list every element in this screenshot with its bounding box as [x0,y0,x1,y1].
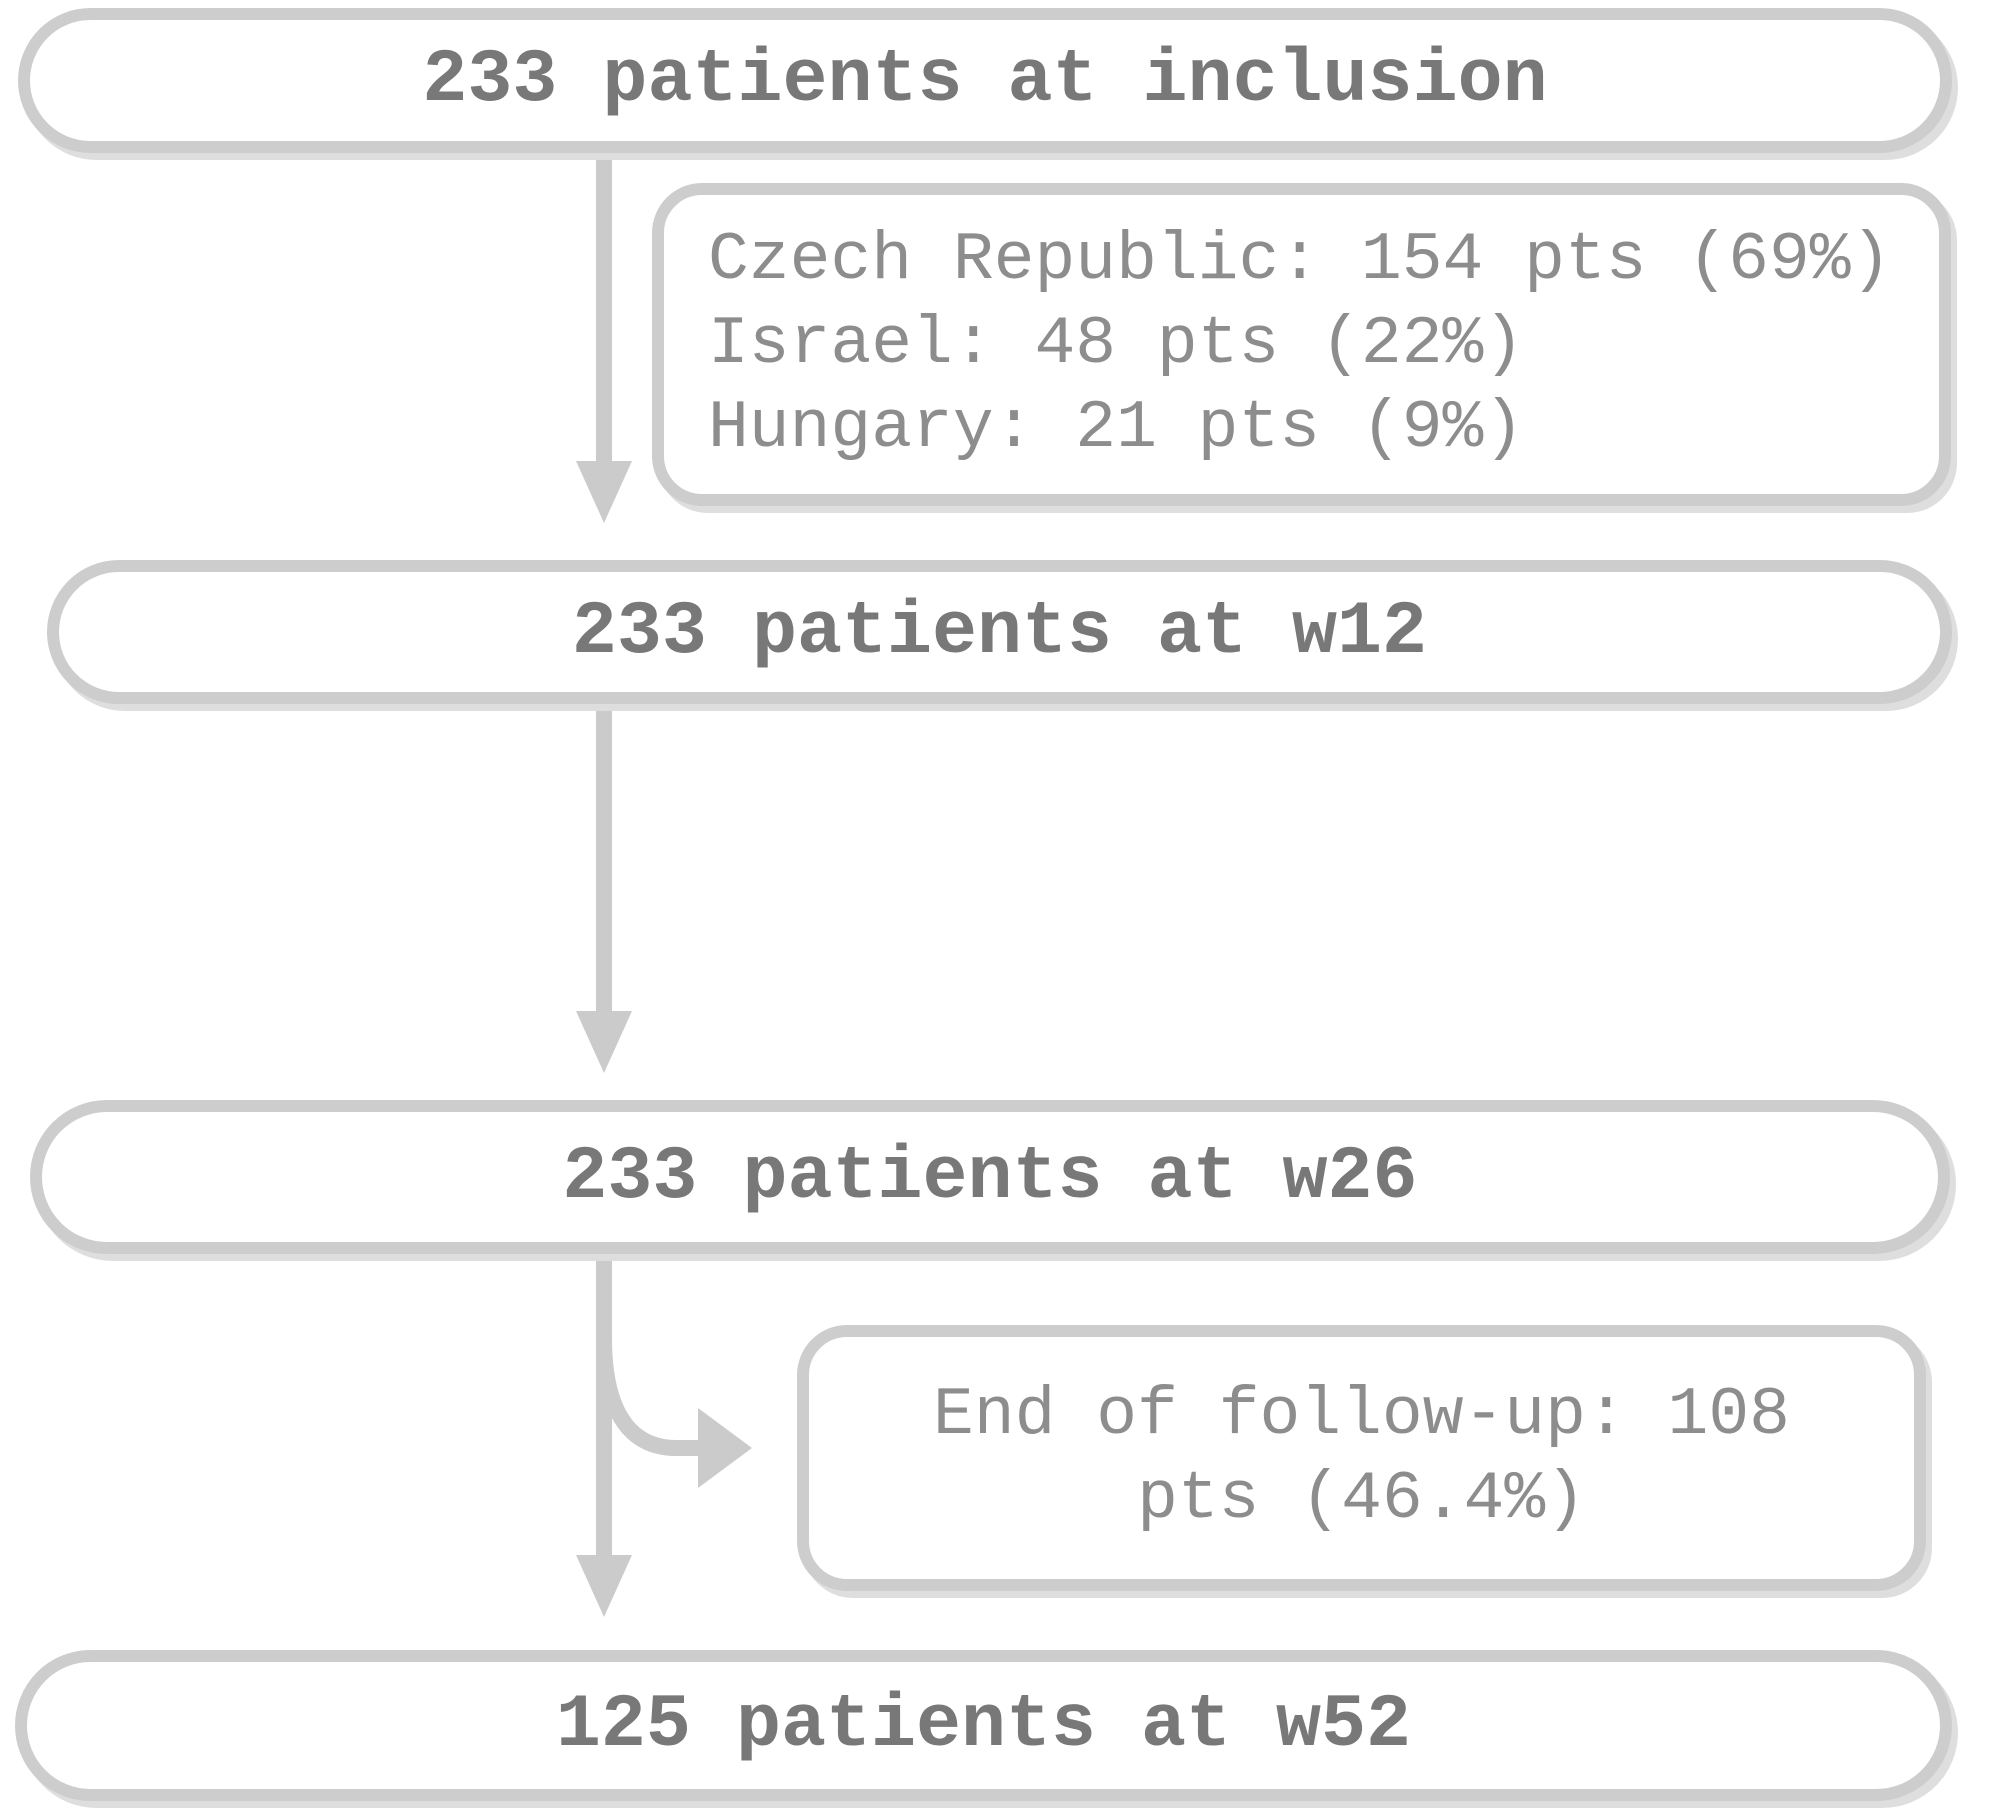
node-patients-at-inclusion: 233 patients at inclusion [18,8,1952,153]
node-patients-at-w26: 233 patients at w26 [30,1100,1950,1254]
annotation-end-of-follow-up-line-1: End of follow-up: 108 [933,1377,1790,1454]
arrow-inclusion-to-w12 [576,152,632,523]
annotation-country-line-hungary: Hungary: 21 pts (9%) [708,389,1525,467]
annotation-country-line-czech: Czech Republic: 154 pts (69%) [708,221,1892,299]
node-patients-at-w12: 233 patients at w12 [47,560,1952,704]
annotation-country-line-israel: Israel: 48 pts (22%) [708,305,1525,383]
node-patients-at-w52: 125 patients at w52 [15,1650,1952,1801]
annotation-country-breakdown: Czech Republic: 154 pts (69%) Israel: 48… [652,183,1951,506]
arrow-w12-to-w26 [576,704,632,1073]
annotation-end-of-follow-up-line-2: pts (46.4%) [1137,1461,1586,1538]
node-patients-at-inclusion-label: 233 patients at inclusion [422,38,1548,123]
annotation-end-of-follow-up: End of follow-up: 108 pts (46.4%) [797,1325,1926,1591]
node-patients-at-w26-label: 233 patients at w26 [562,1134,1418,1220]
arrow-branch-to-end-of-follow-up [596,1337,752,1488]
node-patients-at-w52-label: 125 patients at w52 [555,1683,1412,1768]
arrow-w26-to-w52 [576,1254,632,1617]
node-patients-at-w12-label: 233 patients at w12 [571,589,1428,675]
